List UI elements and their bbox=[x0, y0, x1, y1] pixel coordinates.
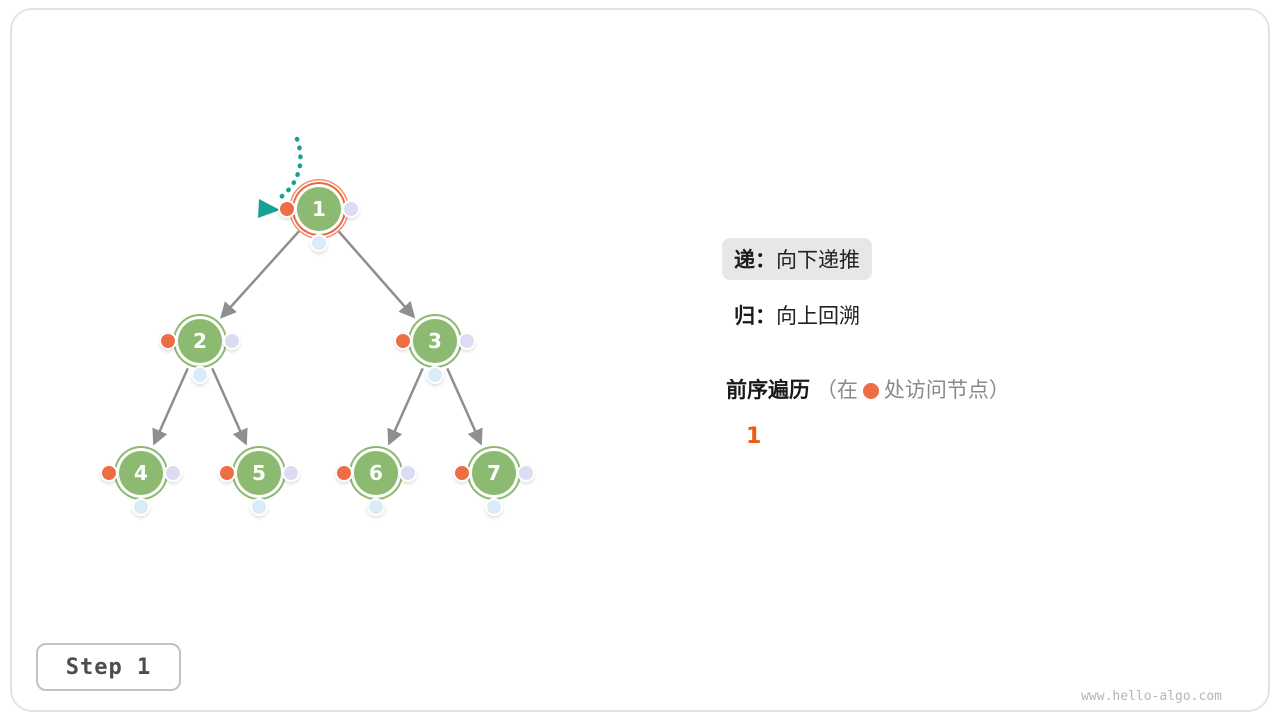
visit-dot bbox=[453, 464, 471, 482]
bottom-dot bbox=[485, 498, 503, 516]
pointer-arrow bbox=[278, 136, 303, 200]
legend-backtrack-text: 向上回溯 bbox=[776, 305, 860, 328]
right-dot bbox=[164, 464, 182, 482]
tree-node-7: 7 bbox=[453, 451, 535, 516]
visit-dot bbox=[278, 200, 296, 218]
legend-backtrack: 归：向上回溯 bbox=[722, 294, 1010, 336]
watermark: www.hello-algo.com bbox=[1081, 689, 1222, 704]
tree-edges bbox=[152, 136, 483, 446]
bottom-dot bbox=[310, 234, 328, 252]
traversal-title: 前序遍历 bbox=[726, 379, 810, 402]
tree-node-2: 2 bbox=[159, 319, 241, 384]
visit-dot bbox=[159, 332, 177, 350]
tree-edge bbox=[387, 367, 424, 446]
step-badge: Step 1 bbox=[36, 643, 181, 691]
visit-dot bbox=[335, 464, 353, 482]
node-value: 6 bbox=[369, 461, 383, 485]
node-value: 1 bbox=[312, 197, 326, 221]
pointer-arrowhead-icon bbox=[258, 199, 280, 218]
right-dot bbox=[282, 464, 300, 482]
figure-card bbox=[10, 8, 1270, 712]
bottom-dot bbox=[250, 498, 268, 516]
node-value: 3 bbox=[428, 329, 442, 353]
legend-traversal: 前序遍历 （在 处访问节点） bbox=[722, 374, 1010, 404]
bottom-dot bbox=[367, 498, 385, 516]
legend-recurse-pill: 递：向下递推 bbox=[722, 238, 872, 280]
node-value: 7 bbox=[487, 461, 501, 485]
tree-edge bbox=[337, 230, 416, 319]
visit-dot-legend-icon bbox=[862, 383, 879, 399]
node-value: 4 bbox=[134, 461, 148, 485]
traversal-sequence: 1 bbox=[746, 424, 762, 449]
visit-dot bbox=[100, 464, 118, 482]
tree-edge bbox=[211, 367, 248, 446]
tree-edge bbox=[446, 367, 483, 446]
legend-recurse-text: 向下递推 bbox=[776, 249, 860, 272]
tree-canvas: 1 2 3 4 5 6 7 bbox=[0, 0, 640, 600]
tree-edge bbox=[152, 367, 189, 446]
right-dot bbox=[517, 464, 535, 482]
tree-edge bbox=[220, 230, 300, 319]
tree-node-5: 5 bbox=[218, 451, 300, 516]
legend-recurse-keyword: 递： bbox=[734, 249, 776, 272]
legend-backtrack-line: 归：向上回溯 bbox=[722, 294, 872, 336]
legend-panel: 递：向下递推 归：向上回溯 前序遍历 （在 处访问节点） 1 bbox=[722, 238, 1010, 449]
node-value: 2 bbox=[193, 329, 207, 353]
step-badge-label: Step 1 bbox=[65, 654, 152, 680]
traversal-note-suffix: 处访问节点） bbox=[883, 379, 1010, 402]
visit-dot bbox=[218, 464, 236, 482]
right-dot bbox=[223, 332, 241, 350]
tree-node-4: 4 bbox=[100, 451, 182, 516]
legend-recurse: 递：向下递推 bbox=[722, 238, 1010, 280]
bottom-dot bbox=[191, 366, 209, 384]
legend-backtrack-keyword: 归： bbox=[734, 305, 776, 328]
tree-node-6: 6 bbox=[335, 451, 417, 516]
traversal-note-prefix: （在 bbox=[815, 379, 858, 402]
right-dot bbox=[458, 332, 476, 350]
tree-node-1: 1 bbox=[278, 187, 360, 252]
node-value: 5 bbox=[252, 461, 266, 485]
bottom-dot bbox=[132, 498, 150, 516]
right-dot bbox=[342, 200, 360, 218]
bottom-dot bbox=[426, 366, 444, 384]
right-dot bbox=[399, 464, 417, 482]
tree-node-3: 3 bbox=[394, 319, 476, 384]
visit-dot bbox=[394, 332, 412, 350]
